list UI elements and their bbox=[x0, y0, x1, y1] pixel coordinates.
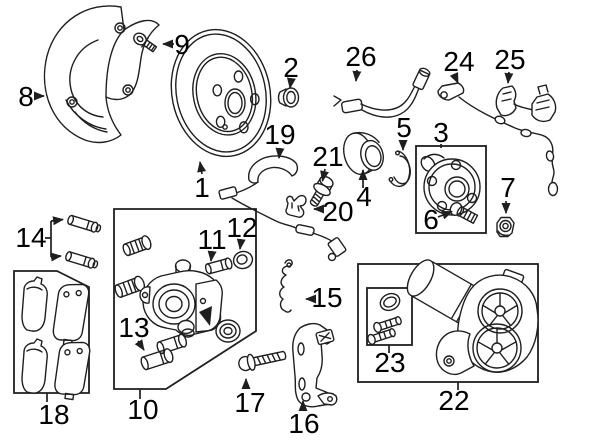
part-label-24: 24 bbox=[443, 46, 474, 77]
part-label-5: 5 bbox=[396, 112, 412, 143]
spring-clip-drawing bbox=[279, 259, 293, 313]
wire-bracket-drawing bbox=[218, 155, 347, 262]
leader-6 bbox=[437, 210, 453, 220]
part-label-6: 6 bbox=[423, 204, 439, 235]
part-label-19: 19 bbox=[264, 119, 295, 150]
part-labels: 1 2 3 4 5 6 7 8 9 10 11 12 13 14 15 16 1… bbox=[15, 29, 525, 439]
leader-1 bbox=[197, 161, 207, 175]
connector-harness-drawing bbox=[495, 84, 557, 123]
bleeder-screw-drawing bbox=[204, 257, 233, 275]
part-label-8: 8 bbox=[18, 81, 34, 112]
part-label-14: 14 bbox=[15, 222, 46, 253]
part-label-3: 3 bbox=[433, 117, 449, 148]
hub-assembly-drawing bbox=[420, 153, 481, 216]
guide-bolts-drawing bbox=[140, 333, 188, 371]
leader-24 bbox=[449, 72, 459, 84]
part-label-2: 2 bbox=[283, 52, 299, 83]
cap-drawing bbox=[277, 87, 300, 108]
part-label-21: 21 bbox=[312, 141, 343, 172]
part-label-1: 1 bbox=[194, 172, 210, 203]
part-label-12: 12 bbox=[226, 212, 257, 243]
brake-hose-drawing bbox=[333, 67, 431, 118]
caliper-bracket-drawing bbox=[292, 322, 338, 408]
splash-shield-drawing bbox=[43, 5, 160, 144]
part-label-20: 20 bbox=[322, 196, 353, 227]
brake-rotor-drawing bbox=[170, 28, 272, 158]
part-label-11: 11 bbox=[197, 224, 226, 255]
leader-12 bbox=[236, 238, 246, 250]
part-label-7: 7 bbox=[500, 172, 516, 203]
part-label-13: 13 bbox=[118, 312, 149, 343]
part-label-16: 16 bbox=[288, 408, 319, 439]
leader-25 bbox=[504, 71, 514, 84]
leader-lines bbox=[34, 39, 514, 411]
leader-13 bbox=[134, 339, 145, 351]
part-label-18: 18 bbox=[38, 399, 69, 430]
leader-26 bbox=[352, 69, 362, 82]
wheel-bearing-drawing bbox=[343, 131, 385, 176]
part-label-23: 23 bbox=[374, 347, 405, 378]
clip-drawing-20 bbox=[285, 194, 307, 218]
leader-21 bbox=[320, 168, 329, 182]
screw-drawing bbox=[133, 32, 158, 53]
leader-2 bbox=[286, 77, 296, 89]
snap-ring-drawing bbox=[388, 150, 411, 188]
wheel-stud-drawing bbox=[449, 202, 479, 225]
kit-box-hub bbox=[415, 145, 487, 234]
part-label-4: 4 bbox=[356, 181, 372, 212]
part-label-25: 25 bbox=[494, 44, 525, 75]
part-label-26: 26 bbox=[345, 41, 376, 72]
leader-14a bbox=[50, 216, 64, 226]
hub-nut-drawing bbox=[496, 216, 515, 238]
leader-11 bbox=[207, 250, 217, 262]
guide-pins-drawing bbox=[65, 214, 102, 269]
abs-sensor-drawing bbox=[437, 82, 559, 197]
part-label-22: 22 bbox=[438, 385, 469, 416]
caliper-drawing bbox=[114, 235, 241, 343]
mounting-bolt-drawing bbox=[238, 350, 287, 372]
seal-kit-drawing bbox=[367, 292, 402, 345]
part-label-9: 9 bbox=[174, 29, 190, 60]
part-label-15: 15 bbox=[311, 282, 342, 313]
part-label-17: 17 bbox=[234, 387, 265, 418]
kit-box-pads bbox=[13, 270, 90, 394]
leader-14-bracket bbox=[45, 221, 52, 257]
leader-14b bbox=[50, 252, 62, 262]
kit-box-caliper bbox=[113, 208, 257, 390]
grommet-drawing bbox=[232, 250, 254, 270]
part-label-10: 10 bbox=[127, 394, 158, 425]
leader-19 bbox=[275, 147, 285, 159]
brake-pads-drawing bbox=[21, 276, 91, 401]
actuator-drawing bbox=[406, 259, 539, 376]
